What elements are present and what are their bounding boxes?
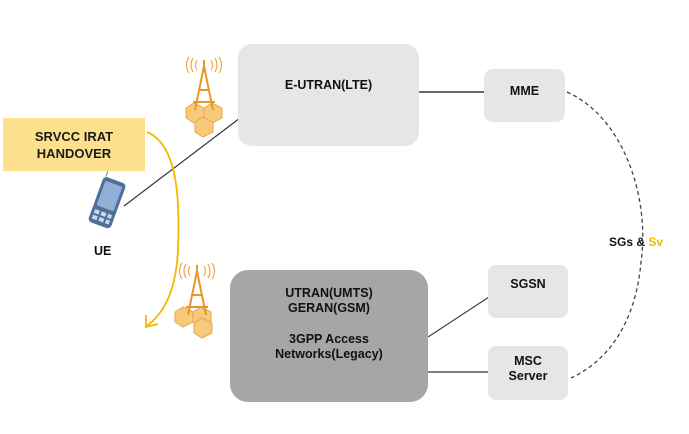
legacy-label-networks: Networks(Legacy) — [275, 347, 383, 361]
ue-label: UE — [94, 244, 112, 258]
eutran-label: E-UTRAN(LTE) — [284, 78, 373, 92]
sgs-label: SGs & — [609, 235, 649, 249]
sgsn-node[interactable]: SGSN — [488, 265, 568, 318]
legacy-label-geran: GERAN(GSM) — [288, 301, 370, 315]
cell-tower-icon-legacy — [174, 262, 216, 339]
cell-tower-icon — [185, 56, 223, 138]
mobile-phone-icon — [88, 167, 126, 229]
srvcc-label-line2: HANDOVER — [36, 145, 112, 161]
msc-server-node[interactable]: MSC Server — [488, 346, 568, 400]
legacy-label-utran: UTRAN(UMTS) — [285, 286, 373, 300]
srvcc-irat-handover-label: SRVCC IRAT HANDOVER — [3, 118, 145, 171]
sgs-sv-interface-label: SGs & Sv — [609, 235, 663, 249]
sgs-sv-dashed-link — [566, 91, 644, 379]
mme-label: MME — [509, 84, 540, 98]
legacy-sgsn-link — [427, 296, 490, 338]
msc-label-line2: Server — [508, 369, 548, 383]
sgsn-label: SGSN — [510, 277, 546, 291]
sv-label: Sv — [648, 235, 664, 249]
mme-node[interactable]: MME — [484, 69, 565, 122]
legacy-access-network-node[interactable]: UTRAN(UMTS) GERAN(GSM) 3GPP Access Netwo… — [230, 270, 428, 402]
eutran-node[interactable]: E-UTRAN(LTE) — [238, 44, 419, 146]
ue-eutran-link — [123, 117, 241, 207]
handover-arrowhead — [145, 315, 159, 329]
msc-label-line1: MSC — [514, 354, 542, 368]
handover-arrow — [146, 131, 180, 327]
legacy-label-3gpp: 3GPP Access — [289, 332, 369, 346]
srvcc-label-line1: SRVCC IRAT — [34, 128, 114, 144]
